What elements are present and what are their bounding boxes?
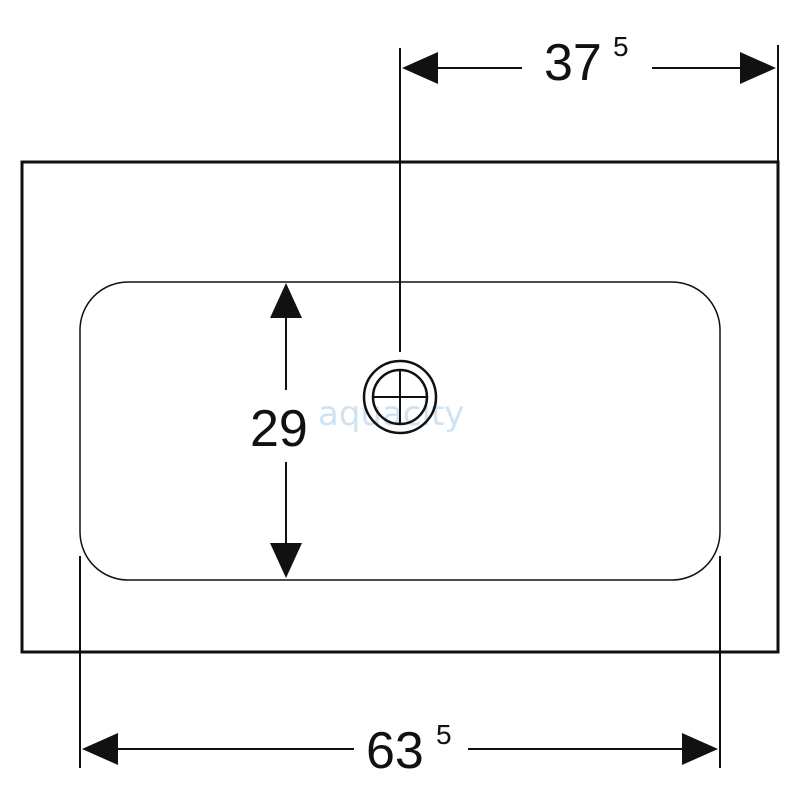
drain-offset-label: 37 bbox=[544, 34, 602, 92]
arrow-right-icon bbox=[740, 52, 776, 84]
arrow-up-icon bbox=[270, 283, 302, 318]
drain-offset-superscript: 5 bbox=[613, 31, 629, 62]
bowl-width-label: 63 bbox=[366, 722, 424, 780]
arrow-left-icon bbox=[402, 52, 438, 84]
bowl-width-superscript: 5 bbox=[436, 719, 452, 750]
watermark-text: aquacity bbox=[318, 394, 464, 434]
bowl-depth-label: 29 bbox=[250, 400, 308, 458]
dimension-bowl-width: 63 5 bbox=[79, 556, 721, 780]
dimension-drain-offset: 37 5 bbox=[399, 31, 779, 352]
arrow-down-icon bbox=[270, 543, 302, 578]
arrow-left-icon bbox=[82, 733, 118, 765]
drain-icon bbox=[362, 359, 438, 435]
arrow-right-icon bbox=[682, 733, 718, 765]
dimension-bowl-depth: 29 bbox=[250, 283, 308, 578]
